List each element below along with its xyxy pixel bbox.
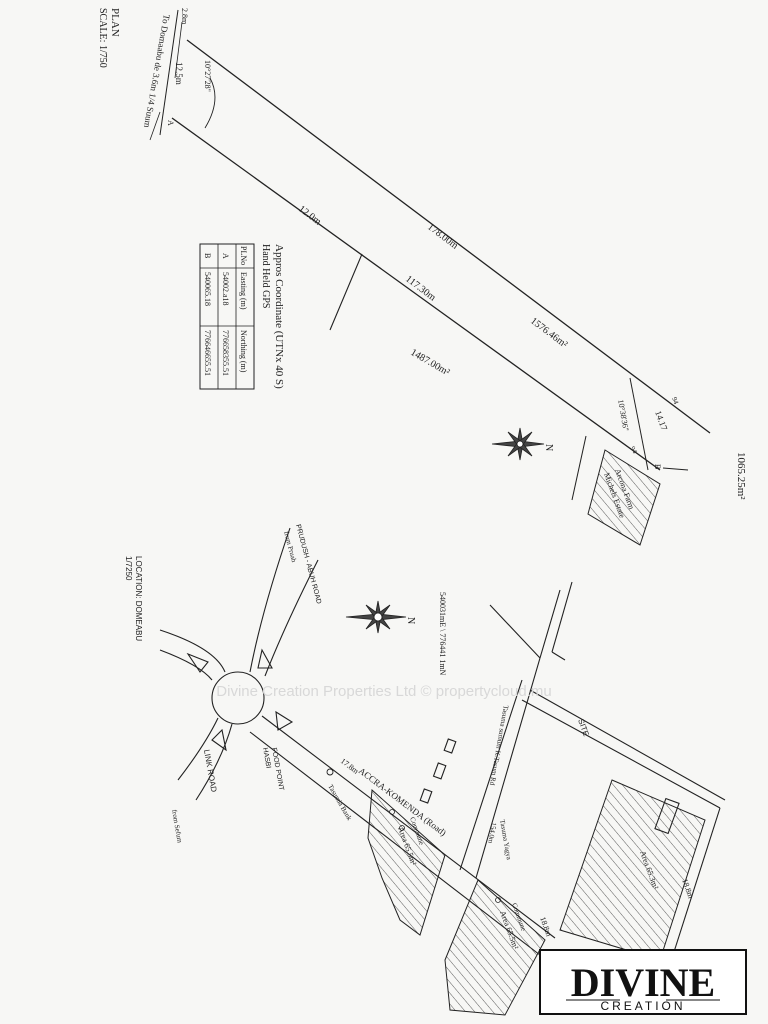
label-seg-left: 12.5m bbox=[174, 62, 184, 85]
coord-subtitle: Hand Held GPS bbox=[260, 244, 271, 308]
boundary-left bbox=[159, 9, 179, 136]
label-seg-right-1: 14.17 bbox=[653, 409, 669, 432]
label-road-pruda: PRUDUSH - ABUH ROAD bbox=[294, 524, 322, 605]
tasumia-bank-marker bbox=[326, 768, 334, 776]
label-tasuma-yagya: Tasuma Yagya bbox=[498, 819, 513, 861]
label-angle-right: 10°38'36" bbox=[616, 399, 630, 432]
location-label-block: LOCATION: DOMEABU 1/7250 bbox=[124, 556, 143, 641]
coord-a-northing: 776658355.51 bbox=[221, 330, 230, 376]
plan-title-block: PLAN SCALE: 1/750 bbox=[97, 8, 121, 68]
plot-divider bbox=[329, 253, 363, 331]
coord-b-pl: B bbox=[203, 253, 212, 258]
label-site: SITE bbox=[576, 718, 591, 738]
label-food-point: FOOD POINT bbox=[270, 747, 285, 792]
label-from-pruda: from Pruah bbox=[282, 530, 298, 563]
hatched-area-right bbox=[559, 779, 706, 961]
plot-parcel bbox=[149, 9, 711, 501]
north-arrow-lower: N bbox=[345, 600, 416, 634]
label-side-top: 178.00m bbox=[425, 222, 460, 252]
coordinate-table: Appros Coordinate (UTNx 40 S) Hand Held … bbox=[199, 243, 285, 390]
label-edge-top-left: 2.8m bbox=[180, 8, 189, 25]
location-scale: 1/7250 bbox=[124, 556, 133, 581]
plan-scale: SCALE: 1/750 bbox=[97, 8, 108, 68]
label-angle-left: 10°27'28" bbox=[203, 60, 212, 92]
coord-b-northing: 776646655.51 bbox=[203, 330, 212, 376]
label-tasumia-bank: Tasumia Bank bbox=[326, 783, 353, 822]
watermark: Divine Creation Properties Ltd © propert… bbox=[216, 683, 551, 700]
coord-header-pl: PLNo bbox=[239, 246, 248, 265]
location-label: LOCATION: DOMEABU bbox=[134, 556, 143, 641]
label-edge-note: To Domaabu de 3.6m 1/4 Suum bbox=[142, 14, 172, 129]
angle-arc-left bbox=[204, 77, 216, 129]
coord-a-easting: 54002.a18 bbox=[221, 272, 230, 306]
hatched-area-left bbox=[367, 788, 446, 936]
label-point-b: B bbox=[653, 464, 662, 469]
plan-title: PLAN bbox=[109, 8, 121, 37]
label-corner-right: 1065.25m² bbox=[735, 452, 747, 500]
label-area-lower: 1487.00m² bbox=[409, 347, 452, 378]
coord-title: Appros Coordinate (UTNx 40 S) bbox=[273, 244, 285, 389]
boundary-right bbox=[629, 377, 649, 471]
label-ref-coord: 540031mE \ 776441 1mN bbox=[438, 592, 447, 676]
boundary-bottom bbox=[171, 117, 661, 471]
north-label-upper: N bbox=[543, 444, 554, 451]
coord-a-pl: A bbox=[221, 253, 230, 259]
coord-header-northing: Northing (m) bbox=[239, 330, 248, 373]
coord-header-easting: Easting (m) bbox=[239, 272, 248, 310]
roundabout bbox=[211, 671, 265, 725]
label-seg-right-3: 94 bbox=[628, 445, 639, 455]
label-point-a: A bbox=[166, 120, 175, 126]
label-side-road-dist: 154.0m bbox=[486, 822, 498, 845]
divine-creation-logo: DIVINE CREATION bbox=[539, 949, 747, 1015]
label-area-upper: 1576.46m² bbox=[528, 316, 569, 351]
arcona-farm-parcel: Arcona Farm Michels Estate bbox=[587, 449, 661, 546]
logo-tagline: CREATION bbox=[600, 999, 685, 1013]
logo-name: DIVINE bbox=[571, 960, 715, 1005]
hatched-area-mid bbox=[444, 879, 546, 1016]
north-label-lower: N bbox=[405, 617, 416, 624]
label-hasbi: HASBI bbox=[261, 747, 272, 769]
label-from-sefwi: from Sefum bbox=[170, 809, 184, 844]
label-seg-right-2: 94 bbox=[670, 396, 680, 406]
boundary-top bbox=[186, 39, 711, 434]
north-arrow-upper: N bbox=[491, 427, 554, 461]
coord-b-easting: 540065.18 bbox=[203, 272, 212, 306]
coord-grid: PLNo Easting (m) Northing (m) A 54002.a1… bbox=[199, 243, 255, 390]
